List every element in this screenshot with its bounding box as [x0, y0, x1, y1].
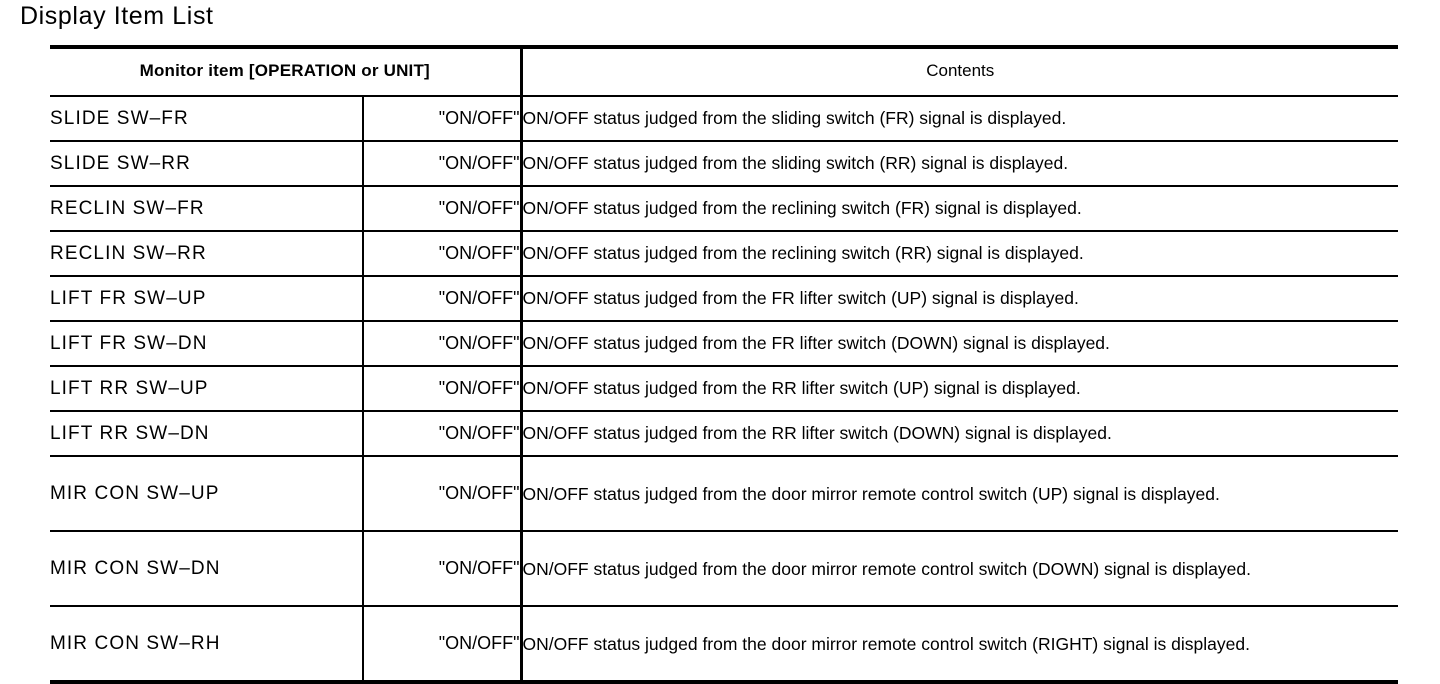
- monitor-item-unit: "ON/OFF": [361, 411, 522, 457]
- table-row: LIFT RR SW–UP"ON/OFF"ON/OFF status judge…: [50, 366, 1399, 412]
- table-row: SLIDE SW–FR"ON/OFF"ON/OFF status judged …: [50, 96, 1399, 142]
- monitor-item-name: LIFT FR SW–UP: [50, 276, 363, 322]
- table-row: MIR CON SW–DN"ON/OFF"ON/OFF status judge…: [50, 531, 1399, 607]
- monitor-item-unit: "ON/OFF": [361, 186, 522, 232]
- monitor-item-contents: ON/OFF status judged from the door mirro…: [519, 531, 1399, 607]
- table-row: SLIDE SW–RR"ON/OFF"ON/OFF status judged …: [50, 141, 1399, 187]
- monitor-item-name: LIFT FR SW–DN: [50, 321, 363, 367]
- table-header-row: Monitor item [OPERATION or UNIT] Content…: [50, 45, 1399, 97]
- monitor-item-contents: ON/OFF status judged from the FR lifter …: [519, 321, 1399, 367]
- monitor-item-name: MIR CON SW–RH: [50, 606, 363, 684]
- monitor-item-name: SLIDE SW–RR: [50, 141, 363, 187]
- table-row: MIR CON SW–RH"ON/OFF"ON/OFF status judge…: [50, 606, 1399, 684]
- monitor-item-unit: "ON/OFF": [361, 606, 522, 684]
- display-item-table-container: Monitor item [OPERATION or UNIT] Content…: [50, 45, 1399, 684]
- column-header-contents: Contents: [519, 45, 1399, 97]
- monitor-item-name: LIFT RR SW–UP: [50, 366, 363, 412]
- monitor-item-name: MIR CON SW–DN: [50, 531, 363, 607]
- monitor-item-contents: ON/OFF status judged from the sliding sw…: [519, 141, 1399, 187]
- monitor-item-unit: "ON/OFF": [361, 141, 522, 187]
- table-body: SLIDE SW–FR"ON/OFF"ON/OFF status judged …: [50, 96, 1399, 684]
- monitor-item-contents: ON/OFF status judged from the sliding sw…: [519, 96, 1399, 142]
- monitor-item-unit: "ON/OFF": [361, 276, 522, 322]
- table-row: LIFT FR SW–DN"ON/OFF"ON/OFF status judge…: [50, 321, 1399, 367]
- monitor-item-contents: ON/OFF status judged from the reclining …: [519, 186, 1399, 232]
- monitor-item-contents: ON/OFF status judged from the door mirro…: [519, 456, 1399, 532]
- monitor-item-unit: "ON/OFF": [361, 321, 522, 367]
- page-title: Display Item List: [20, 2, 214, 30]
- monitor-item-unit: "ON/OFF": [361, 96, 522, 142]
- monitor-item-contents: ON/OFF status judged from the door mirro…: [519, 606, 1399, 684]
- monitor-item-name: RECLIN SW–FR: [50, 186, 363, 232]
- monitor-item-name: MIR CON SW–UP: [50, 456, 363, 532]
- table-row: RECLIN SW–RR"ON/OFF"ON/OFF status judged…: [50, 231, 1399, 277]
- monitor-item-unit: "ON/OFF": [361, 456, 522, 532]
- monitor-item-contents: ON/OFF status judged from the RR lifter …: [519, 411, 1399, 457]
- table-row: LIFT FR SW–UP"ON/OFF"ON/OFF status judge…: [50, 276, 1399, 322]
- display-item-table: Monitor item [OPERATION or UNIT] Content…: [50, 45, 1399, 684]
- table-head: Monitor item [OPERATION or UNIT] Content…: [50, 45, 1399, 97]
- monitor-item-name: LIFT RR SW–DN: [50, 411, 363, 457]
- monitor-item-unit: "ON/OFF": [361, 231, 522, 277]
- monitor-item-unit: "ON/OFF": [361, 366, 522, 412]
- table-row: RECLIN SW–FR"ON/OFF"ON/OFF status judged…: [50, 186, 1399, 232]
- table-row: MIR CON SW–UP"ON/OFF"ON/OFF status judge…: [50, 456, 1399, 532]
- monitor-item-unit: "ON/OFF": [361, 531, 522, 607]
- monitor-item-contents: ON/OFF status judged from the FR lifter …: [519, 276, 1399, 322]
- table-row: LIFT RR SW–DN"ON/OFF"ON/OFF status judge…: [50, 411, 1399, 457]
- monitor-item-name: SLIDE SW–FR: [50, 96, 363, 142]
- monitor-item-contents: ON/OFF status judged from the RR lifter …: [519, 366, 1399, 412]
- column-header-monitor-item: Monitor item [OPERATION or UNIT]: [50, 45, 522, 97]
- monitor-item-contents: ON/OFF status judged from the reclining …: [519, 231, 1399, 277]
- monitor-item-name: RECLIN SW–RR: [50, 231, 363, 277]
